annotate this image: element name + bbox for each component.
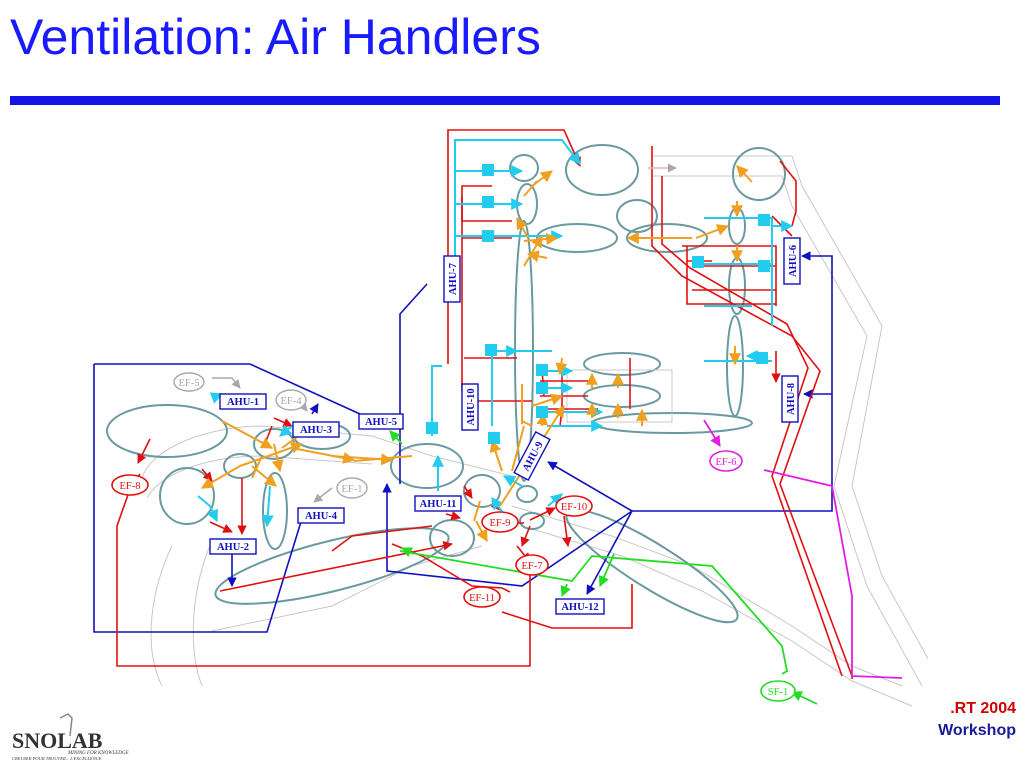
ahu-3-label: AHU-3: [300, 425, 332, 436]
ahu-11-box[interactable]: AHU-11: [414, 495, 462, 512]
ef-1-label: EF-1: [342, 484, 363, 495]
ahu-1-box[interactable]: AHU-1: [219, 393, 267, 410]
ahu-7-label: AHU-7: [448, 263, 459, 295]
ef-7-fan[interactable]: EF-7: [515, 554, 549, 576]
ahu-5-box[interactable]: AHU-5: [358, 413, 404, 430]
logo-tagline-1: MINING FOR KNOWLEDGE: [67, 751, 129, 756]
ef-5-label: EF-5: [179, 378, 200, 389]
sf-1-label: SF-1: [768, 687, 788, 698]
ahu-7-box[interactable]: AHU-7: [443, 255, 461, 303]
fresh-air: [389, 430, 818, 705]
ahu-4-label: AHU-4: [305, 511, 338, 522]
ef-9-label: EF-9: [490, 518, 511, 529]
page-title: Ventilation: Air Handlers: [10, 9, 541, 65]
ef-6-label: EF-6: [716, 457, 737, 468]
title-divider: [10, 96, 1000, 105]
ahu-labels: AHU-1 AHU-2 AHU-3 AHU-4 AHU-5 AHU-11 AHU…: [209, 237, 801, 615]
ahu-11-label: AHU-11: [420, 499, 457, 510]
snolab-logo: SNOLAB MINING FOR KNOWLEDGE CREUSER POUR…: [12, 713, 129, 761]
ahu-8-label: AHU-8: [786, 383, 797, 415]
ef-11-fan[interactable]: EF-11: [463, 586, 501, 608]
footer-line-1: .RT 2004: [950, 700, 1016, 717]
fan-labels: EF-8 EF-9 EF-10 EF-7 EF-11 EF-6 EF-5 EF: [111, 372, 796, 702]
ahu-6-box[interactable]: AHU-6: [783, 237, 801, 285]
ahu-5-label: AHU-5: [365, 417, 397, 428]
exhaust-ducts: [116, 129, 853, 679]
footer-caption: .RT 2004 Workshop: [938, 698, 1016, 742]
supply-air: [197, 139, 794, 528]
ef-10-label: EF-10: [561, 502, 587, 513]
ahu-4-box[interactable]: AHU-4: [297, 507, 345, 524]
ahu-12-label: AHU-12: [561, 602, 598, 613]
ef-1-fan[interactable]: EF-1: [336, 477, 368, 499]
ahu-8-box[interactable]: AHU-8: [781, 375, 799, 423]
logo-tagline-2: CREUSER POUR TROUVER... L'EXCELLENCE: [12, 756, 102, 761]
ahu-10-label: AHU-10: [466, 388, 477, 425]
ef-5-fan[interactable]: EF-5: [173, 372, 205, 392]
damper-boxes: [426, 164, 770, 444]
ahu-3-box[interactable]: AHU-3: [292, 421, 340, 438]
ef-10-fan[interactable]: EF-10: [555, 495, 593, 517]
ahu-2-box[interactable]: AHU-2: [209, 538, 257, 555]
ef-11-label: EF-11: [469, 593, 495, 604]
ventilation-diagram: AHU-1 AHU-2 AHU-3 AHU-4 AHU-5 AHU-11 AHU…: [92, 126, 928, 718]
ef-4-fan[interactable]: EF-4: [275, 389, 307, 411]
ef-9-fan[interactable]: EF-9: [481, 511, 519, 533]
footer-line-2: Workshop: [938, 722, 1016, 739]
supply-ducts: [93, 251, 833, 633]
ef6-duct: [703, 419, 903, 679]
ef-7-label: EF-7: [522, 561, 543, 572]
ef-8-label: EF-8: [120, 481, 141, 492]
ef-8-fan[interactable]: EF-8: [111, 474, 149, 496]
ahu-1-label: AHU-1: [227, 397, 259, 408]
ahu-6-label: AHU-6: [788, 245, 799, 277]
ahu-10-box[interactable]: AHU-10: [461, 383, 479, 431]
drift-outlines: [141, 155, 928, 707]
sf-1-fan[interactable]: SF-1: [760, 680, 796, 702]
ef-6-fan[interactable]: EF-6: [709, 450, 743, 472]
ahu-12-box[interactable]: AHU-12: [555, 598, 605, 615]
logo-wordmark: SNOLAB: [12, 728, 103, 753]
ef-4-label: EF-4: [281, 396, 303, 407]
ahu-2-label: AHU-2: [217, 542, 249, 553]
